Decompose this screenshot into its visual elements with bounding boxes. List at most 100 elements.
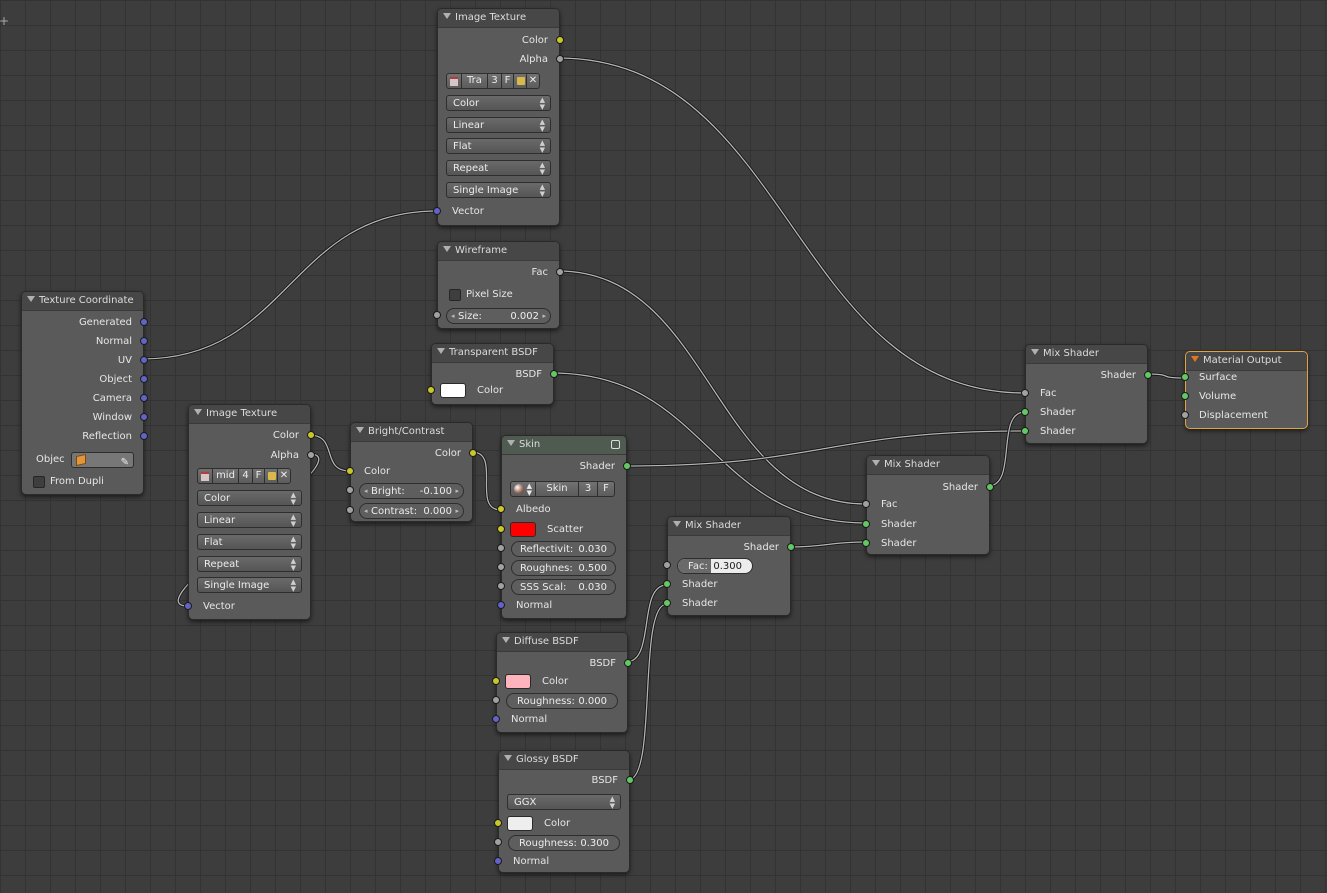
material-output-node[interactable]: Material Output Surface Volume Displacem… — [1181, 351, 1308, 429]
pixel-size-option[interactable]: Pixel Size — [438, 286, 559, 304]
input-socket[interactable] — [862, 520, 870, 528]
input-socket[interactable] — [1021, 427, 1029, 435]
collapse-icon[interactable] — [194, 409, 202, 415]
extension-dropdown[interactable]: Repeat▲▼ — [197, 556, 302, 572]
output-socket[interactable] — [624, 659, 632, 667]
input-socket[interactable] — [663, 599, 671, 607]
node-header[interactable]: Transparent BSDF — [432, 344, 553, 363]
input-socket[interactable] — [1181, 373, 1189, 381]
image-selector[interactable]: mid 4 F ✕ — [197, 468, 302, 484]
input-socket[interactable] — [497, 544, 505, 552]
node-header[interactable]: Texture Coordinate — [22, 292, 143, 311]
distribution-dropdown[interactable]: GGX▲▼ — [507, 794, 621, 810]
roughness-slider[interactable]: Roughness:0.000 — [506, 693, 618, 709]
output-socket[interactable] — [140, 337, 148, 345]
input-socket[interactable] — [184, 602, 192, 610]
input-socket[interactable] — [497, 582, 505, 590]
fac-slider[interactable]: Fac:0.300 — [677, 558, 753, 574]
collapse-icon[interactable] — [872, 460, 880, 466]
image-name[interactable]: Tra — [461, 73, 488, 89]
open-image-icon[interactable] — [513, 73, 527, 89]
collapse-icon[interactable] — [443, 246, 451, 252]
input-socket[interactable] — [433, 311, 441, 319]
extension-dropdown[interactable]: Repeat▲▼ — [446, 160, 551, 176]
interpolation-dropdown[interactable]: Linear▲▼ — [197, 512, 302, 528]
input-socket[interactable] — [494, 819, 502, 827]
texture-coordinate-node[interactable]: Texture Coordinate Generated Normal UV O… — [21, 291, 148, 495]
input-socket[interactable] — [346, 486, 354, 494]
close-icon[interactable]: ✕ — [526, 73, 540, 89]
input-socket[interactable] — [1021, 408, 1029, 416]
node-header[interactable]: Material Output — [1186, 352, 1307, 371]
image-texture-node-top[interactable]: Image Texture Color Alpha Tra 3 F ✕ Colo… — [433, 8, 564, 226]
input-socket[interactable] — [663, 580, 671, 588]
interpolation-dropdown[interactable]: Linear▲▼ — [446, 117, 551, 133]
input-socket[interactable] — [1181, 392, 1189, 400]
node-header[interactable]: Mix Shader — [668, 517, 790, 536]
node-group-browse[interactable]: ▲▼ — [510, 481, 536, 497]
output-socket[interactable] — [556, 55, 564, 63]
collapse-icon[interactable] — [673, 521, 681, 527]
input-socket[interactable] — [497, 563, 505, 571]
add-icon[interactable]: + — [0, 14, 10, 28]
size-slider[interactable]: ◂Size:0.002▸ — [446, 308, 551, 324]
mix-shader-node-mid[interactable]: Mix Shader Shader Fac Shader Shader — [862, 455, 994, 555]
roughness-slider[interactable]: Roughness:0.300 — [508, 835, 620, 851]
node-header[interactable]: Glossy BSDF — [499, 751, 629, 770]
output-socket[interactable] — [787, 543, 795, 551]
glossy-bsdf-node[interactable]: Glossy BSDF BSDF GGX▲▼ Color Roughness:0… — [494, 750, 634, 873]
node-header[interactable]: Skin — [502, 436, 626, 455]
image-users[interactable]: 4 — [238, 468, 253, 484]
input-socket[interactable] — [427, 386, 435, 394]
input-socket[interactable] — [346, 467, 354, 475]
input-socket[interactable] — [492, 715, 500, 723]
collapse-icon[interactable] — [1191, 356, 1199, 362]
wireframe-node[interactable]: Wireframe Fac Pixel Size ◂Size:0.002▸ — [433, 241, 564, 329]
output-socket[interactable] — [140, 356, 148, 364]
collapse-icon[interactable] — [443, 13, 451, 19]
input-socket[interactable] — [497, 525, 505, 533]
input-socket[interactable] — [663, 561, 671, 569]
input-socket[interactable] — [497, 601, 505, 609]
output-socket[interactable] — [1144, 371, 1152, 379]
node-header[interactable]: Mix Shader — [1026, 345, 1147, 364]
node-header[interactable]: Diffuse BSDF — [497, 633, 627, 652]
group-users[interactable]: 3 — [578, 481, 598, 497]
node-header[interactable]: Image Texture — [189, 405, 310, 424]
color-swatch[interactable] — [507, 816, 533, 831]
transparent-bsdf-node[interactable]: Transparent BSDF BSDF Color — [427, 343, 558, 405]
image-name[interactable]: mid — [212, 468, 239, 484]
bright-slider[interactable]: ◂Bright:-0.100▸ — [359, 483, 464, 499]
source-dropdown[interactable]: Single Image▲▼ — [446, 182, 551, 198]
image-selector[interactable]: Tra 3 F ✕ — [446, 73, 551, 89]
color-space-dropdown[interactable]: Color▲▼ — [197, 490, 302, 506]
scatter-color-swatch[interactable] — [510, 522, 536, 537]
sss-scale-slider[interactable]: SSS Scal:0.030 — [511, 579, 616, 595]
collapse-icon[interactable] — [27, 296, 35, 302]
object-field[interactable]: ✎ — [71, 452, 134, 468]
projection-dropdown[interactable]: Flat▲▼ — [197, 534, 302, 550]
mix-shader-node-right[interactable]: Mix Shader Shader Fac Shader Shader — [1021, 344, 1152, 444]
collapse-icon[interactable] — [504, 755, 512, 761]
color-space-dropdown[interactable]: Color▲▼ — [446, 95, 551, 111]
input-socket[interactable] — [492, 677, 500, 685]
output-socket[interactable] — [626, 776, 634, 784]
from-dupli-checkbox[interactable] — [33, 476, 45, 488]
node-group-selector[interactable]: ▲▼ Skin 3 F — [510, 481, 616, 497]
fake-user-button[interactable]: F — [252, 468, 265, 484]
roughness-slider[interactable]: Roughnes:0.500 — [511, 560, 616, 576]
fake-user-button[interactable]: F — [597, 481, 615, 497]
output-socket[interactable] — [550, 370, 558, 378]
close-icon[interactable]: ✕ — [277, 468, 291, 484]
output-socket[interactable] — [469, 449, 477, 457]
output-socket[interactable] — [623, 462, 631, 470]
image-texture-node-mid[interactable]: Image Texture Color Alpha mid 4 F ✕ Colo… — [184, 404, 315, 620]
input-socket[interactable] — [862, 539, 870, 547]
projection-dropdown[interactable]: Flat▲▼ — [446, 138, 551, 154]
pixel-size-checkbox[interactable] — [449, 289, 461, 301]
collapse-icon[interactable] — [1031, 349, 1039, 355]
color-swatch[interactable] — [505, 674, 531, 689]
color-swatch[interactable] — [440, 383, 466, 398]
eyedropper-icon[interactable]: ✎ — [120, 457, 129, 468]
contrast-slider[interactable]: ◂Contrast:0.000▸ — [359, 503, 464, 519]
